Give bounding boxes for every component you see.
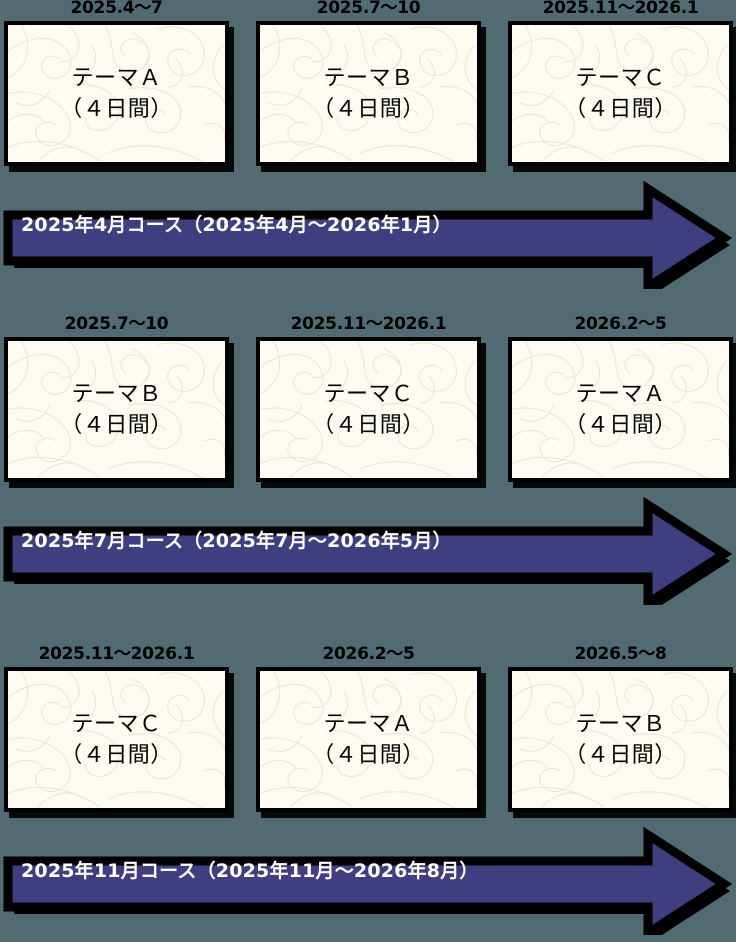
theme-card-slot: 2025.11〜2026.1 (508, 0, 733, 178)
arrow-right-icon (3, 497, 733, 605)
arrow-right-icon (3, 827, 733, 935)
theme-card-text: テーマＡ （４日間） (8, 25, 225, 162)
theme-name: テーマＢ (575, 711, 666, 737)
theme-card[interactable]: テーマＢ （４日間） (256, 21, 481, 166)
theme-card-slot: 2026.2〜5 (256, 644, 481, 824)
theme-name: テーマＡ (575, 381, 666, 407)
theme-card-text: テーマＡ （４日間） (260, 671, 477, 808)
course-arrow[interactable]: 2025年4月コース（2025年4月〜2026年1月） (0, 181, 736, 289)
theme-duration: （４日間） (60, 96, 173, 122)
theme-duration: （４日間） (312, 742, 425, 768)
theme-card-text: テーマＢ （４日間） (512, 671, 729, 808)
theme-duration: （４日間） (312, 412, 425, 438)
term-period-label: 2025.4〜7 (70, 0, 163, 18)
theme-card-text: テーマＣ （４日間） (512, 25, 729, 162)
course-block-july: 2025.7〜10 (0, 314, 736, 605)
theme-card[interactable]: テーマＡ （４日間） (4, 21, 229, 166)
term-period-label: 2025.7〜10 (316, 0, 421, 18)
term-period-label: 2025.7〜10 (64, 314, 169, 334)
theme-card-slot: 2026.2〜5 (508, 314, 733, 494)
theme-card-slot: 2025.11〜2026.1 (4, 644, 229, 824)
term-period-label: 2026.2〜5 (574, 314, 667, 334)
term-period-label: 2025.11〜2026.1 (38, 644, 195, 664)
theme-duration: （４日間） (564, 742, 677, 768)
course-arrow-label: 2025年11月コース（2025年11月〜2026年8月） (21, 859, 479, 882)
theme-card-text: テーマＡ （４日間） (512, 341, 729, 478)
term-period-label: 2026.2〜5 (322, 644, 415, 664)
theme-card-text: テーマＢ （４日間） (8, 341, 225, 478)
theme-name: テーマＡ (323, 711, 414, 737)
theme-name: テーマＢ (323, 65, 414, 91)
theme-card-group: 2025.11〜2026.1 (0, 644, 736, 824)
theme-duration: （４日間） (60, 742, 173, 768)
theme-name: テーマＢ (71, 381, 162, 407)
theme-name: テーマＡ (71, 65, 162, 91)
theme-card-group: 2025.4〜7 (0, 0, 736, 178)
course-arrow-label: 2025年7月コース（2025年7月〜2026年5月） (21, 529, 452, 552)
theme-card[interactable]: テーマＣ （４日間） (256, 337, 481, 482)
theme-duration: （４日間） (60, 412, 173, 438)
course-arrow[interactable]: 2025年7月コース（2025年7月〜2026年5月） (0, 497, 736, 605)
term-period-label: 2025.11〜2026.1 (290, 314, 447, 334)
term-period-label: 2026.5〜8 (574, 644, 667, 664)
theme-duration: （４日間） (312, 96, 425, 122)
theme-name: テーマＣ (323, 381, 414, 407)
course-arrow-label: 2025年4月コース（2025年4月〜2026年1月） (21, 213, 452, 236)
theme-name: テーマＣ (575, 65, 666, 91)
theme-card-slot: 2025.11〜2026.1 (256, 314, 481, 494)
theme-card[interactable]: テーマＣ （４日間） (4, 667, 229, 812)
theme-card-slot: 2026.5〜8 (508, 644, 733, 824)
theme-card-text: テーマＢ （４日間） (260, 25, 477, 162)
theme-card-slot: 2025.7〜10 (256, 0, 481, 178)
theme-name: テーマＣ (71, 711, 162, 737)
course-block-november: 2025.11〜2026.1 (0, 644, 736, 935)
theme-card[interactable]: テーマＡ （４日間） (256, 667, 481, 812)
theme-card-text: テーマＣ （４日間） (8, 671, 225, 808)
theme-card[interactable]: テーマＡ （４日間） (508, 337, 733, 482)
theme-card-group: 2025.7〜10 (0, 314, 736, 494)
course-block-april: 2025.4〜7 (0, 0, 736, 289)
term-period-label: 2025.11〜2026.1 (542, 0, 699, 18)
theme-card-slot: 2025.4〜7 (4, 0, 229, 178)
theme-card[interactable]: テーマＢ （４日間） (508, 667, 733, 812)
theme-duration: （４日間） (564, 412, 677, 438)
theme-card-slot: 2025.7〜10 (4, 314, 229, 494)
theme-card-text: テーマＣ （４日間） (260, 341, 477, 478)
arrow-right-icon (3, 181, 733, 289)
theme-card[interactable]: テーマＣ （４日間） (508, 21, 733, 166)
theme-duration: （４日間） (564, 96, 677, 122)
course-arrow[interactable]: 2025年11月コース（2025年11月〜2026年8月） (0, 827, 736, 935)
theme-card[interactable]: テーマＢ （４日間） (4, 337, 229, 482)
